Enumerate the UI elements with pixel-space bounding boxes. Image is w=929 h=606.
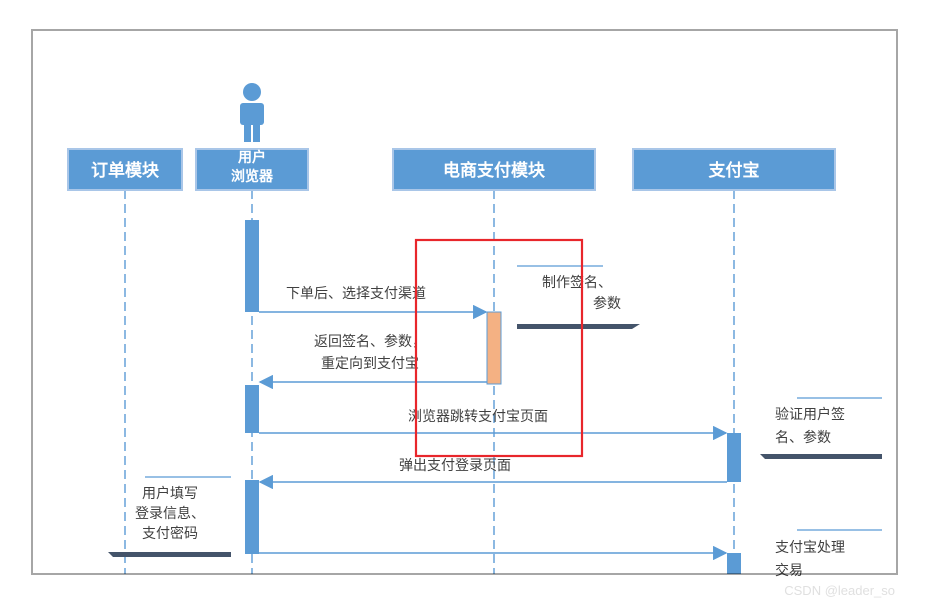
activation-browser-3 [245,480,259,554]
note-label: 验证用户签名、参数 [775,406,845,446]
participant-label: 支付宝 [709,160,760,181]
text-line: 支付宝处理 [775,540,845,556]
text-line: 用户填写 [142,485,198,502]
note-login: 用户填写登录信息、支付密码 [108,476,231,557]
note-sign: 制作签名、参数 [517,265,640,329]
text-line: 名、参数 [775,429,831,446]
text-line: 用户 [238,149,266,166]
text-line: 重定向到支付宝 [321,356,419,372]
note-label: 支付宝处理交易 [775,540,845,579]
note-label: 用户填写登录信息、支付密码 [135,485,205,542]
activation-browser-1 [245,220,259,312]
message-label: 下单后、选择支付渠道 [286,286,426,302]
activation-pay [486,311,502,385]
participant-label: 用户浏览器 [231,149,274,185]
text-line: 浏览器 [231,168,274,185]
highlight-box [414,238,584,458]
message-label: 返回签名、参数， 重定向到支付宝 [314,333,426,372]
participant-alipay: 支付宝 [632,148,836,191]
activation-alipay-2 [727,553,741,574]
text-line: 制作签名、 [542,274,612,291]
participant-order: 订单模块 [67,148,183,191]
text-line: 验证用户签 [775,406,845,423]
message-label: 弹出支付登录页面 [399,458,511,474]
text-line: 参数 [593,295,621,312]
note-verify: 验证用户签名、参数 [760,397,882,459]
note-process: 支付宝处理交易 [775,529,882,579]
diagram-frame [32,30,897,574]
note-label: 制作签名、参数 [542,274,621,312]
activation-browser-2 [245,385,259,433]
user-icon [240,83,264,142]
text-line: 交易 [775,562,803,579]
text-line: 返回签名、参数， [314,333,426,350]
text-line: 支付密码 [142,525,198,542]
frame-border [31,29,898,575]
participant-pay: 电商支付模块 [392,148,596,191]
message-label: 浏览器跳转支付宝页面 [408,409,548,425]
activation-alipay-1 [727,433,741,482]
participant-label: 电商支付模块 [443,160,546,181]
participant-browser: 用户浏览器 [195,148,309,191]
participant-label: 订单模块 [91,160,160,181]
watermark: CSDN @leader_so [784,583,895,598]
text-line: 登录信息、 [135,505,205,522]
